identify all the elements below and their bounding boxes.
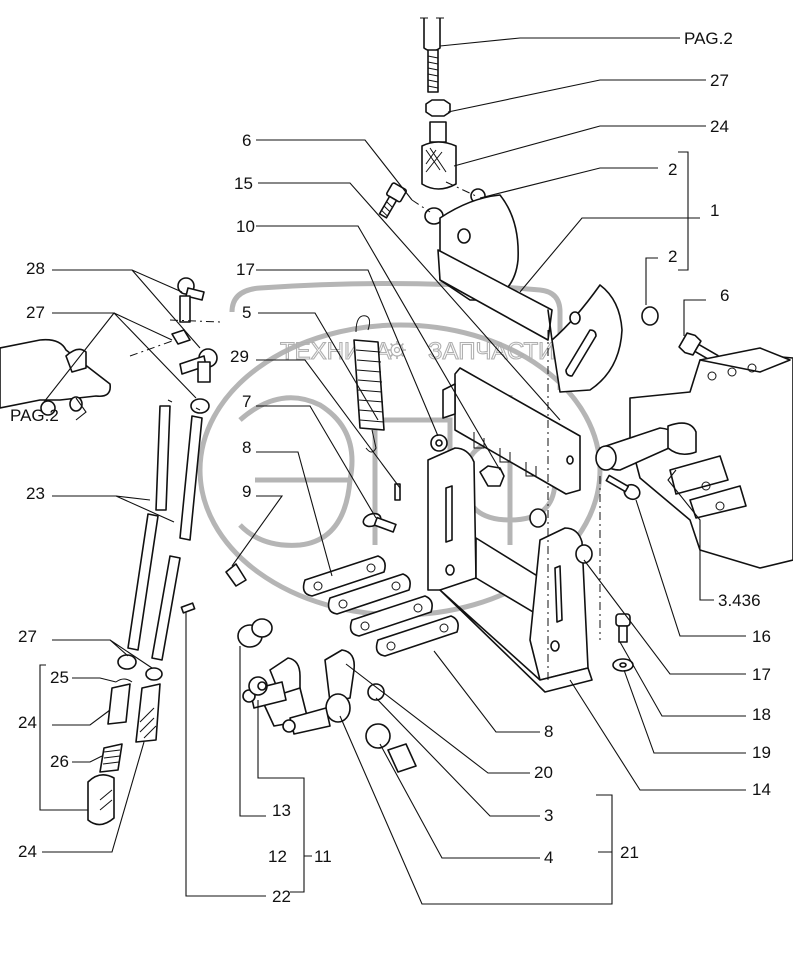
tie-rods	[127, 399, 203, 661]
label-21[interactable]: 21	[620, 843, 639, 862]
slotted-bar	[442, 367, 581, 495]
label-3436[interactable]: 3.436	[718, 591, 761, 610]
label-27-bottom[interactable]: 27	[18, 627, 37, 646]
pin-9	[225, 563, 247, 587]
bolt-upper	[378, 182, 407, 219]
washer-19-hole	[619, 662, 627, 668]
label-6-left[interactable]: 6	[242, 131, 251, 150]
pin-7	[362, 512, 397, 533]
mounting-bracket	[427, 447, 593, 693]
roller-4	[365, 723, 391, 749]
nut-15	[479, 465, 505, 487]
bracket-plate	[437, 194, 623, 393]
watermark-frame	[229, 280, 563, 390]
label-1[interactable]: 1	[710, 201, 719, 220]
label-24-bottom[interactable]: 24	[18, 842, 37, 861]
label-28[interactable]: 28	[26, 259, 45, 278]
label-6-right[interactable]: 6	[720, 286, 729, 305]
leader-lines	[39, 37, 746, 905]
label-26[interactable]: 26	[50, 752, 69, 771]
link-plates	[302, 555, 459, 657]
ball-joint-bottom-parts	[87, 654, 163, 826]
label-19[interactable]: 19	[752, 743, 771, 762]
spacer-17	[529, 508, 547, 528]
callout-labels: PAG.2 27 24 6 2 15 1 10 2 28 17 6 27 5 2…	[10, 29, 771, 906]
label-2-lower[interactable]: 2	[668, 247, 677, 266]
label-14[interactable]: 14	[752, 780, 771, 799]
label-11[interactable]: 11	[314, 847, 332, 866]
label-27-left[interactable]: 27	[26, 303, 45, 322]
label-18[interactable]: 18	[752, 705, 771, 724]
gear-icon	[388, 341, 406, 359]
label-5[interactable]: 5	[242, 303, 251, 322]
label-10[interactable]: 10	[236, 217, 255, 236]
label-24-top[interactable]: 24	[710, 117, 729, 136]
threaded-rod-top	[420, 17, 444, 93]
knurled-sleeve-top	[421, 121, 457, 190]
label-16[interactable]: 16	[752, 627, 771, 646]
ball-joints-left	[129, 277, 221, 414]
label-4[interactable]: 4	[544, 848, 553, 867]
label-24-mid[interactable]: 24	[18, 713, 37, 732]
label-17-upper[interactable]: 17	[236, 260, 255, 279]
bush-13b	[257, 681, 267, 691]
label-8-upper[interactable]: 8	[242, 438, 251, 457]
label-pag2-left[interactable]: PAG.2	[10, 406, 59, 425]
label-22[interactable]: 22	[272, 887, 291, 906]
label-12[interactable]: 12	[268, 847, 287, 866]
pin-22	[180, 602, 196, 614]
screw-16	[605, 474, 641, 501]
pin-roller	[387, 743, 417, 773]
label-17-lower[interactable]: 17	[752, 665, 771, 684]
washer-10-inner	[435, 439, 443, 447]
label-25[interactable]: 25	[50, 668, 69, 687]
nut-top	[425, 99, 451, 117]
bush-upper	[251, 618, 273, 638]
tension-spring	[353, 315, 385, 453]
washer-17	[575, 544, 593, 564]
label-9[interactable]: 9	[242, 482, 251, 501]
parts-drawing	[0, 17, 793, 826]
label-29[interactable]: 29	[230, 347, 249, 366]
label-2-upper[interactable]: 2	[668, 160, 677, 179]
watermark-caption-right: ЗАПЧАСТИ	[428, 338, 555, 365]
label-7[interactable]: 7	[242, 392, 251, 411]
label-pag2-top[interactable]: PAG.2	[684, 29, 733, 48]
label-3[interactable]: 3	[544, 806, 553, 825]
control-valve-block	[595, 347, 793, 569]
label-23[interactable]: 23	[26, 484, 45, 503]
label-15[interactable]: 15	[234, 174, 253, 193]
spacer-3	[367, 683, 385, 701]
spacer-right	[641, 306, 659, 326]
label-27-top[interactable]: 27	[710, 71, 729, 90]
label-8-lower[interactable]: 8	[544, 722, 553, 741]
watermark-letter-e	[238, 395, 355, 548]
label-13[interactable]: 13	[272, 801, 291, 820]
label-20[interactable]: 20	[534, 763, 553, 782]
external-lever-left	[0, 338, 112, 416]
